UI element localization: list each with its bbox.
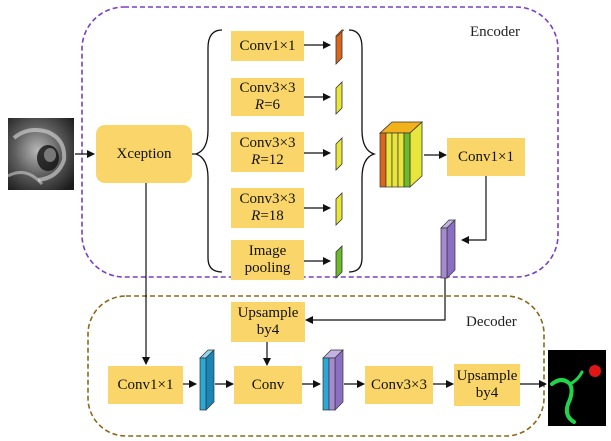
image-pooling-line1: Image (248, 243, 287, 259)
decoder-region (87, 295, 545, 437)
feature-map-pooling (335, 245, 343, 279)
feature-map-conv1x1 (335, 29, 345, 65)
image-pooling-line2: pooling (244, 260, 291, 276)
upsample-top-line1: Upsample (237, 305, 299, 321)
decoder-conv-box: Conv (234, 366, 302, 404)
xception-box: Xception (96, 125, 192, 183)
image-pooling-box: Image pooling (231, 240, 304, 280)
aspp-r12-line2: R=12 (251, 152, 284, 168)
decoder-label: Decoder (466, 314, 517, 330)
encoder-output-feature (440, 219, 456, 279)
encoder-to-upsample-arrow (305, 278, 446, 324)
aspp-conv3x3-r6-box: Conv3×3 R=6 (231, 78, 304, 116)
feature-map-r18 (335, 192, 343, 226)
decoder-conv3x3-box: Conv3×3 (365, 366, 433, 404)
upsample-top-box: Upsample by4 (231, 302, 305, 342)
upsample-out-line1: Upsample (456, 368, 518, 384)
fuse-conv1x1-box: Conv1×1 (447, 138, 525, 176)
aspp-r18-line1: Conv3×3 (239, 191, 296, 207)
aspp-conv3x3-r12-box: Conv3×3 R=12 (231, 132, 304, 172)
upsample-top-line2: by4 (256, 322, 280, 338)
aspp-r6-line2: R=6 (254, 97, 281, 113)
lowlevel-conv1x1-box: Conv1×1 (108, 366, 183, 404)
aspp-r18-line2: R=18 (251, 208, 284, 224)
decoder-conv-label: Conv (251, 376, 285, 393)
right-brace (348, 29, 377, 273)
aspp-r12-line1: Conv3×3 (239, 135, 296, 151)
feature-map-r6 (335, 81, 343, 115)
fuse-conv1x1-label: Conv1×1 (458, 148, 514, 165)
lowlevel-feature-map (199, 349, 215, 411)
encoder-label: Encoder (470, 24, 520, 40)
fuse-to-encoder-output-arrow (461, 176, 487, 244)
input-image (8, 118, 74, 190)
upsample-out-line2: by4 (475, 385, 499, 401)
output-segmentation-image (548, 350, 606, 426)
aspp-conv3x3-r18-box: Conv3×3 R=18 (231, 188, 304, 228)
decoder-concat-feature (322, 349, 344, 411)
xception-label: Xception (116, 145, 172, 162)
left-brace (193, 29, 223, 273)
decoder-conv3x3-label: Conv3×3 (371, 376, 427, 393)
aspp-conv1x1-box: Conv1×1 (231, 31, 304, 61)
concat-feature-stack (378, 121, 424, 188)
encoder-region (81, 6, 559, 278)
feature-map-r12 (335, 137, 343, 171)
lowlevel-conv1x1-label: Conv1×1 (117, 376, 174, 393)
aspp-r6-line1: Conv3×3 (239, 80, 296, 96)
upsample-out-box: Upsample by4 (454, 364, 520, 406)
aspp-conv1x1-label: Conv1×1 (239, 37, 296, 54)
